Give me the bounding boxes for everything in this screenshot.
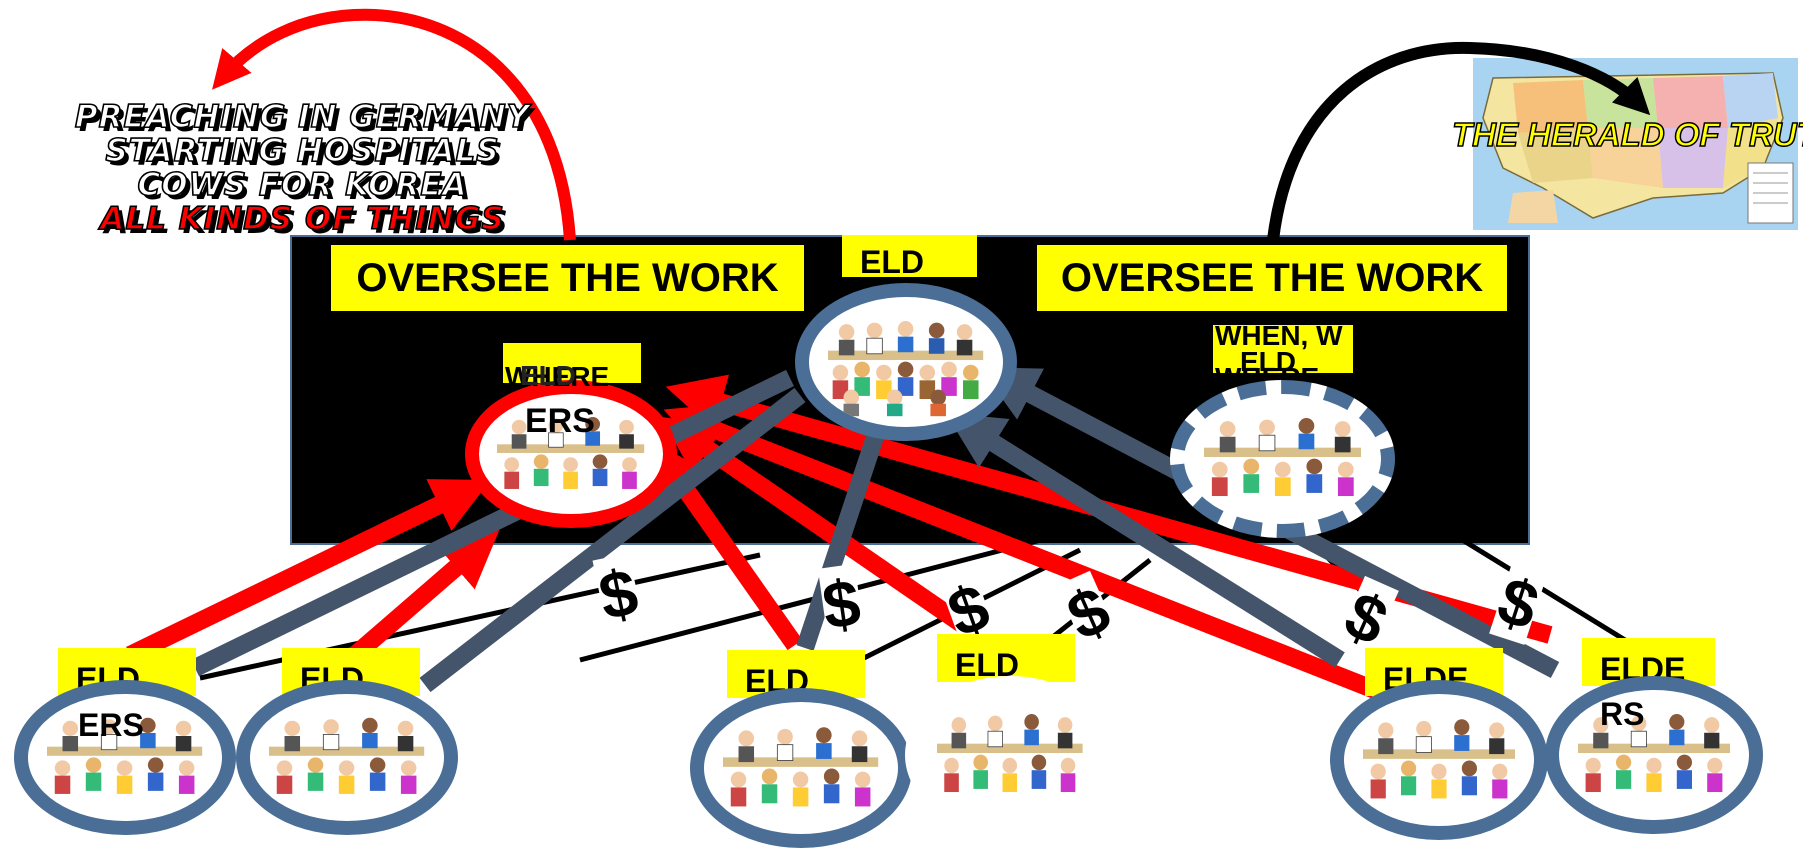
bottom-elders-label-line-2: RS xyxy=(1600,696,1645,732)
dollar-sign: $ xyxy=(592,553,645,635)
right-inner-label-box xyxy=(1213,325,1353,373)
herald-of-truth-label: THE HERALD OF TRUTH xyxy=(1451,115,1803,154)
crowd-clipart-icon xyxy=(47,717,203,795)
curved-arrow-red-icon xyxy=(212,8,576,241)
oversight-arrow xyxy=(191,369,794,677)
crowd-clipart-icon xyxy=(723,726,879,806)
crowd-clipart-icon xyxy=(1203,418,1362,497)
dollar-sign: $ xyxy=(1489,561,1548,645)
left-inner-eld-text: ELD xyxy=(520,360,576,391)
oversight-arrow xyxy=(419,387,806,693)
right-inner-eld-text: ELD xyxy=(1240,346,1296,377)
oversight-arrow xyxy=(945,412,1345,668)
right-inner-when-text: WHEN, W xyxy=(1215,320,1343,351)
curved-arrow-black-icon xyxy=(1267,41,1651,241)
bottom-elders-congregation xyxy=(690,688,912,848)
left-inner-label-box xyxy=(503,343,641,383)
crowd-clipart-icon xyxy=(1363,718,1515,798)
left-inner-ers-text: ERS xyxy=(525,402,595,440)
bottom-elders-congregation xyxy=(14,680,236,835)
support-arrow xyxy=(126,479,491,664)
caption-line-highlight: ALL KINDS OF THINGS xyxy=(100,201,505,237)
bottom-elders-congregation xyxy=(1545,676,1763,834)
crowd-clipart-icon xyxy=(497,416,645,489)
caption-line: STARTING HOSPITALS xyxy=(105,133,500,169)
support-arrow xyxy=(349,529,500,662)
support-arrow xyxy=(661,416,991,648)
caption-line: COWS FOR KOREA xyxy=(137,167,468,203)
central-elders-label: ELD xyxy=(842,235,977,279)
oversee-the-work-label-right: OVERSEE THE WORK xyxy=(1037,245,1507,311)
left-inner-where-text: WHERE xyxy=(505,361,610,392)
crowd-clipart-icon xyxy=(269,717,425,795)
crowd-clipart-icon xyxy=(937,714,1083,793)
bottom-elders-congregation xyxy=(236,680,458,835)
dollar-sign: $ xyxy=(817,563,865,645)
bottom-elders-label-line-2: ERS xyxy=(78,707,144,743)
caption-line: PREACHING IN GERMANY xyxy=(74,99,531,135)
crowd-clipart-icon xyxy=(828,321,984,417)
bottom-elders-congregation xyxy=(1330,680,1548,840)
support-arrow xyxy=(663,403,1379,699)
mission-works-caption: PREACHING IN GERMANY STARTING HOSPITALS … xyxy=(10,99,595,237)
oversight-arrow xyxy=(796,419,889,651)
bottom-elders-label: ELD xyxy=(937,634,1075,682)
oversee-the-work-label-left: OVERSEE THE WORK xyxy=(331,245,804,311)
bottom-elders-congregation xyxy=(905,676,1115,834)
crowd-clipart-icon xyxy=(1578,714,1730,793)
central-elders-congregation xyxy=(795,283,1017,441)
